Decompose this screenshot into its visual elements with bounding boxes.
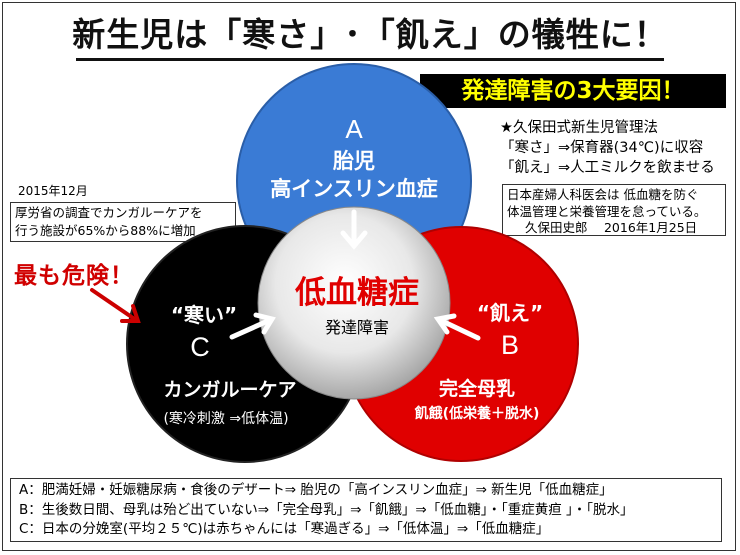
arrow-from-b	[433, 313, 481, 341]
cause-legend: A：肥満妊婦・妊娠糖尿病・食後のデザート⇒ 胎児の「高インスリン血症」⇒ 新生児…	[10, 478, 722, 542]
legend-item-b: B：生後数日間、母乳は殆ど出ていない⇒「完全母乳」⇒「飢餓」⇒「低血糖」・「重症…	[19, 501, 634, 518]
danger-label: 最も危険！	[14, 263, 134, 289]
circle-a-letter: A	[345, 114, 363, 144]
mhlw-note-line: 行う施設が65%から88%に増加	[15, 223, 196, 238]
circle-b-quote: “飢え”	[477, 301, 543, 325]
circle-b-letter: B	[501, 330, 519, 360]
legend-item-c: C：日本の分娩室(平均２５℃)は赤ちゃんには「寒過ぎる」⇒「低体温」⇒「低血糖症…	[19, 521, 550, 537]
danger-arrow	[90, 288, 141, 323]
circle-b-sublabel: 飢餓(低栄養＋脱水)	[414, 405, 540, 422]
society-note-line: 体温管理と栄養管理を怠っている。	[507, 203, 707, 219]
banner: 発達障害の3大要因！	[420, 74, 726, 108]
society-note-signature: 久保田史郎 2016年1月25日	[525, 220, 698, 235]
mhlw-note-line: 厚労省の調査でカンガルーケアを	[15, 205, 203, 220]
management-heading: ★久保田式新生児管理法	[500, 120, 658, 136]
arrow-from-c	[229, 312, 276, 340]
circle-c-label: カンガルーケア	[163, 379, 296, 401]
management-method: ★久保田式新生児管理法 「寒さ」⇒保育器(34℃)に収容 「飢え」⇒人工ミルクを…	[500, 118, 728, 178]
center-disc	[257, 206, 451, 400]
circle-a-sublabel: 高インスリン血症	[270, 177, 438, 201]
circle-c-sublabel: (寒冷刺激 ⇒低体温)	[163, 410, 288, 427]
center-subtitle: 発達障害	[325, 318, 389, 337]
center-title: 低血糖症	[294, 275, 419, 311]
page-title: 新生児は「寒さ」･「飢え」の犠牲に！	[72, 15, 668, 54]
circle-a-label: 胎児	[333, 149, 375, 173]
management-line-hunger: 「飢え」⇒人工ミルクを飲ませる	[500, 160, 715, 176]
management-line-cold: 「寒さ」⇒保育器(34℃)に収容	[500, 140, 704, 156]
mhlw-date: 2015年12月	[18, 184, 88, 198]
legend-item-a: A：肥満妊婦・妊娠糖尿病・食後のデザート⇒ 胎児の「高インスリン血症」⇒ 新生児…	[19, 482, 613, 498]
title-underline	[76, 58, 664, 61]
society-note-line: 日本産婦人科医会は 低血糖を防ぐ	[507, 187, 699, 202]
circle-b-label: 完全母乳	[439, 377, 515, 400]
circle-c-quote: “寒い”	[171, 303, 237, 327]
circle-c-letter: C	[190, 332, 210, 362]
arrow-from-a	[340, 209, 368, 250]
society-note: 日本産婦人科医会は 低血糖を防ぐ 体温管理と栄養管理を怠っている。 久保田史郎 …	[502, 184, 726, 236]
